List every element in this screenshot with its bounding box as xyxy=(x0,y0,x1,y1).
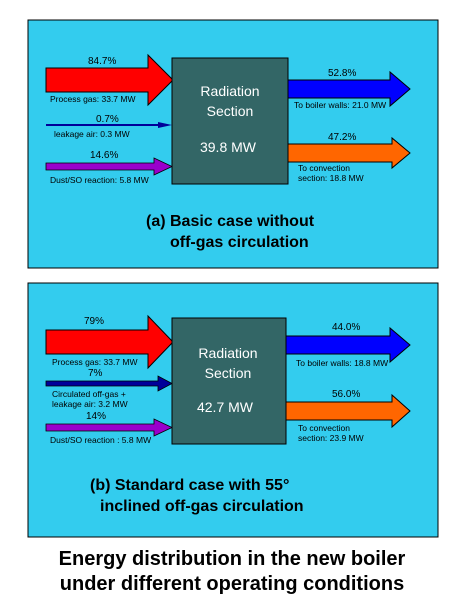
panel-a-process-gas-label: Process gas: 33.7 MW xyxy=(50,94,136,104)
panel-b-dust-label: Dust/SO reaction : 5.8 MW xyxy=(50,435,151,445)
panel-b-dust-percent: 14% xyxy=(86,411,106,422)
panel-a-leakage-label: leakage air: 0.3 MW xyxy=(54,129,130,139)
panel-b-convection-label-2: section: 23.9 MW xyxy=(298,433,364,443)
panel-a-box-label-2: Section xyxy=(207,103,254,119)
panel-a-convection-label-1: To convection xyxy=(298,163,350,173)
panel-b-boiler-walls-arrow xyxy=(285,326,411,364)
panel-b-process-gas-percent: 79% xyxy=(84,316,104,327)
panel-a-convection-label-2: section: 18.8 MW xyxy=(298,173,364,183)
panel-b-convection-percent: 56.0% xyxy=(332,389,360,400)
panel-a-leakage-percent: 0.7% xyxy=(96,114,119,125)
panel-b-circulated-label-1: Circulated off-gas + xyxy=(52,389,126,399)
panel-a-convection-percent: 47.2% xyxy=(328,132,356,143)
panel-a-process-gas-arrow xyxy=(45,53,174,107)
panel-b-title-line-1: (b) Standard case with 55° xyxy=(90,477,289,494)
panel-b-convection-arrow xyxy=(285,393,411,429)
panel-b-convection-label-1: To convection xyxy=(298,423,350,433)
panel-b: 79% Process gas: 33.7 MW 7% Circulated o… xyxy=(27,282,439,538)
panel-a-process-gas-percent: 84.7% xyxy=(88,56,116,67)
panel-a: 84.7% Process gas: 33.7 MW 0.7% leakage … xyxy=(27,19,439,269)
panel-b-box-value: 42.7 MW xyxy=(197,399,254,415)
panel-a-boiler-walls-arrow xyxy=(287,70,411,108)
panel-a-convection-arrow xyxy=(287,136,411,170)
panel-a-dust-label: Dust/SO reaction: 5.8 MW xyxy=(50,175,149,185)
panel-a-title-line-1: (a) Basic case without xyxy=(146,213,315,230)
panel-a-leakage-arrow-head xyxy=(158,122,172,128)
panel-a-dust-percent: 14.6% xyxy=(90,150,118,161)
panel-a-box-label-1: Radiation xyxy=(200,83,259,99)
panel-b-circulated-arrow xyxy=(45,375,173,392)
caption-line-1: Energy distribution in the new boiler xyxy=(59,548,406,570)
panel-b-dust-arrow xyxy=(45,418,173,437)
panel-b-circulated-percent: 7% xyxy=(88,368,103,379)
panel-a-title-line-2: off-gas circulation xyxy=(170,234,309,251)
panel-b-boiler-walls-label: To boiler walls: 18.8 MW xyxy=(296,358,388,368)
panel-b-box-label-1: Radiation xyxy=(198,345,257,361)
panel-a-dust-arrow xyxy=(45,157,173,176)
panel-b-circulated-label-2: leakage air: 3.2 MW xyxy=(52,399,128,409)
panel-b-process-gas-label: Process gas: 33.7 MW xyxy=(52,357,138,367)
panel-a-boiler-walls-label: To boiler walls: 21.0 MW xyxy=(294,100,386,110)
panel-b-radiation-box xyxy=(171,317,287,445)
panel-a-box-value: 39.8 MW xyxy=(200,139,257,155)
panel-a-boiler-walls-percent: 52.8% xyxy=(328,68,356,79)
panel-b-process-gas-arrow xyxy=(45,314,174,370)
panel-a-radiation-box xyxy=(171,57,289,185)
panel-b-boiler-walls-percent: 44.0% xyxy=(332,322,360,333)
caption-line-2: under different operating conditions xyxy=(60,573,404,595)
panel-b-box-label-2: Section xyxy=(205,365,252,381)
panel-b-title-line-2: inclined off-gas circulation xyxy=(100,498,304,515)
